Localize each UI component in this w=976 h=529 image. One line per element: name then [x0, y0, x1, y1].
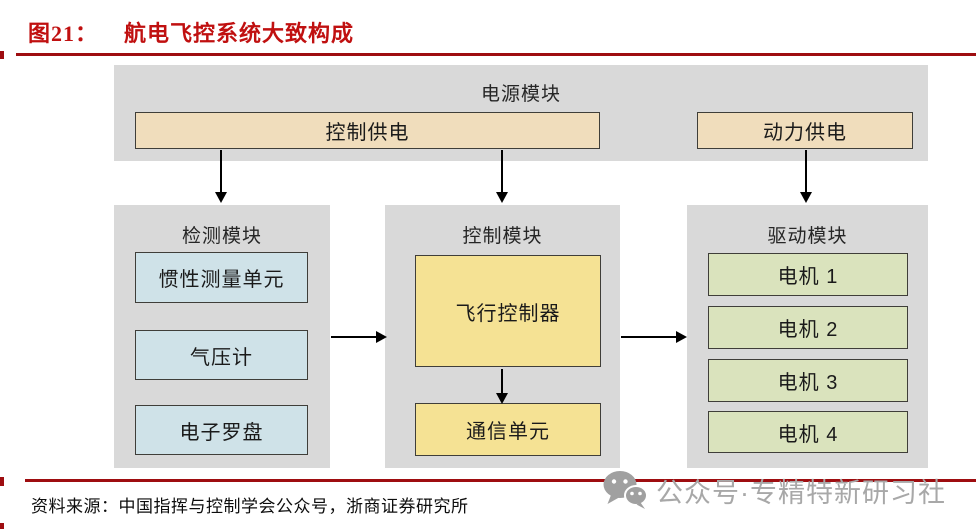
motor-1-box: 电机 1 — [708, 253, 908, 296]
compass-box: 电子罗盘 — [135, 405, 308, 455]
left-edge-mark — [0, 51, 4, 59]
figure-title: 航电飞控系统大致构成 — [124, 21, 355, 46]
arrow-fc-to-comm — [501, 369, 503, 393]
comm-unit-box: 通信单元 — [415, 403, 601, 456]
arrow-supply-to-control — [501, 150, 503, 192]
left-edge-mark-bottom — [0, 477, 4, 486]
arrow-supply-to-detection — [220, 150, 222, 192]
power-supply-box: 动力供电 — [697, 112, 913, 149]
header-divider — [16, 53, 976, 56]
control-module-label: 控制模块 — [462, 226, 543, 247]
footer-divider — [25, 479, 976, 482]
watermark: 公众号·专精特新研习社 — [602, 470, 946, 510]
arrow-control-to-drive — [621, 336, 676, 338]
drive-module-label: 驱动模块 — [767, 226, 848, 247]
arrow-supply-to-drive — [805, 150, 807, 192]
arrow-detection-to-control — [331, 336, 376, 338]
motor-2-box: 电机 2 — [708, 306, 908, 349]
imu-box: 惯性测量单元 — [135, 252, 308, 303]
watermark-text: 公众号·专精特新研习社 — [656, 477, 946, 508]
motor-4-box: 电机 4 — [708, 411, 908, 453]
flight-controller-box: 飞行控制器 — [415, 255, 601, 367]
wechat-icon — [603, 471, 648, 509]
motor-3-box: 电机 3 — [708, 359, 908, 402]
barometer-box: 气压计 — [135, 330, 308, 380]
power-module-label: 电源模块 — [480, 84, 561, 105]
detection-module-label: 检测模块 — [181, 226, 262, 247]
figure-header: 图21： 航电飞控系统大致构成 — [28, 16, 354, 48]
control-supply-box: 控制供电 — [135, 112, 600, 149]
source-note: 资料来源：中国指挥与控制学会公众号，浙商证券研究所 — [31, 497, 469, 516]
figure-number: 图21： — [28, 21, 99, 46]
left-edge-mark-corner — [0, 523, 4, 529]
